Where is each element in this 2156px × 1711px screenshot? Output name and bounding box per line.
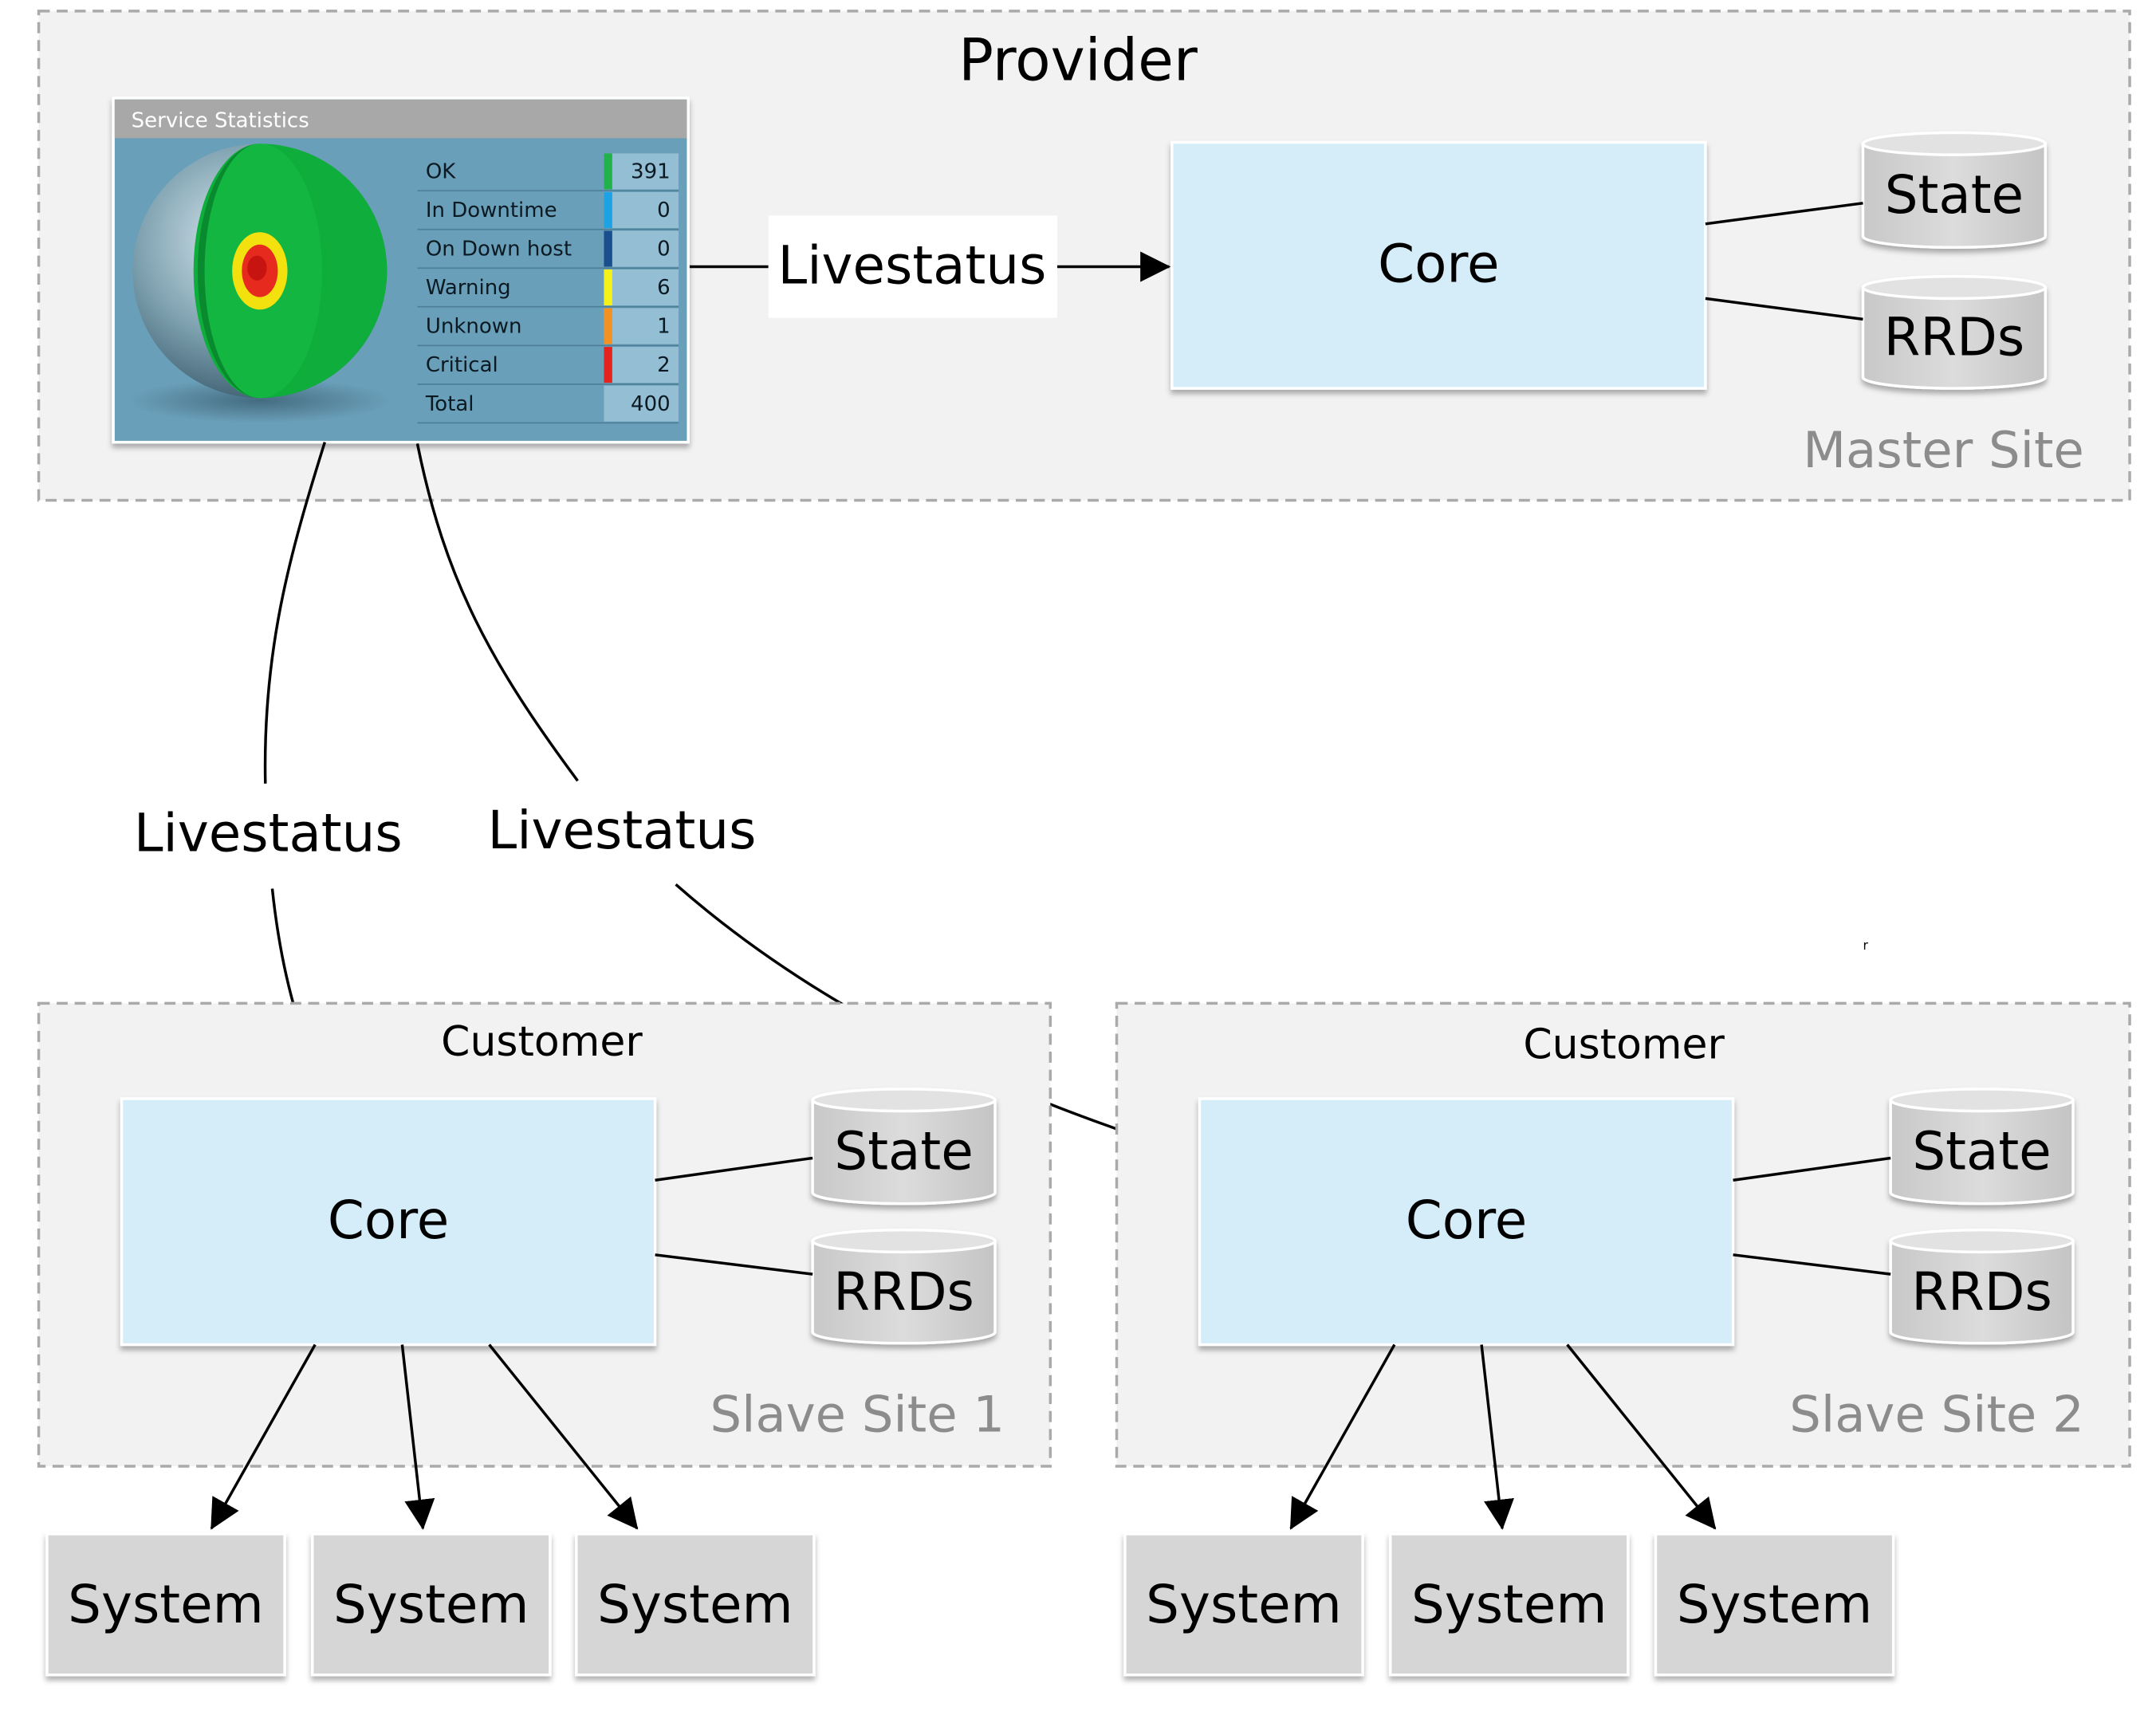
- livestatus-label: Livestatus: [778, 234, 1047, 296]
- stats-row-value: 1: [657, 315, 671, 339]
- stats-row-label: On Down host: [426, 238, 572, 262]
- customer-2-rrds-label: RRDs: [1911, 1261, 2052, 1323]
- stray-mark: r: [1863, 938, 1868, 953]
- customer-2-core-to-state-link: [1733, 1156, 1891, 1182]
- livestatus-label-left: Livestatus: [134, 803, 403, 864]
- customer-1-system-box: [45, 1532, 286, 1677]
- provider-state-label: State: [1885, 164, 2024, 226]
- customer-1-system-label: System: [333, 1574, 529, 1635]
- customer-1-core-to-state-link: [655, 1156, 813, 1182]
- customer-2-rrds-store: [1889, 1228, 2075, 1345]
- stats-color-swatch: [604, 308, 612, 344]
- provider-title: Provider: [958, 27, 1198, 95]
- stats-row: Unknown 1: [417, 308, 679, 347]
- provider-core-to-state-link: [1705, 202, 1863, 226]
- stats-row-value: 391: [631, 160, 671, 184]
- customer-1-link-system-2: [400, 1344, 435, 1530]
- stats-color-swatch: [604, 153, 612, 190]
- stats-value-cell: [604, 385, 679, 422]
- stats-row: On Down host 0: [417, 230, 679, 269]
- customer-2-link-system-3: [1566, 1343, 1717, 1530]
- customer-1-system-label: System: [597, 1574, 793, 1635]
- customer-1-rrds-store: [811, 1228, 997, 1345]
- stats-row-value: 0: [657, 199, 671, 222]
- customer-1-state-store: [811, 1088, 997, 1206]
- customer-1-core-to-rrds-link: [655, 1253, 813, 1276]
- stats-row: Critical 2: [417, 347, 679, 385]
- stats-value-cell: [604, 153, 679, 190]
- customer-2-system-label: System: [1677, 1574, 1873, 1635]
- stats-value-cell: [604, 269, 679, 306]
- stats-row-value: 0: [657, 238, 671, 262]
- customer-1-system-box: [575, 1532, 816, 1677]
- stats-row: OK 391: [417, 153, 679, 192]
- stats-row-value: 6: [657, 276, 671, 300]
- stats-color-swatch: [604, 191, 612, 228]
- customer-2-link-system-2: [1480, 1344, 1514, 1530]
- livestatus-label-right: Livestatus: [488, 800, 757, 861]
- customer-1-systems: System System System: [45, 1532, 816, 1677]
- provider-site: Provider Master Site Service Statistics …: [37, 10, 2131, 502]
- customer-2-core-box: [1198, 1097, 1735, 1347]
- stats-color-swatch: [604, 347, 612, 384]
- master-site-label: Master Site: [1803, 421, 2084, 479]
- customer-1-link-system-1: [210, 1343, 317, 1530]
- customer-1-state-label: State: [834, 1120, 973, 1182]
- customer-2-system-box: [1654, 1532, 1895, 1677]
- customer-2-state-label: State: [1912, 1120, 2051, 1182]
- globe-image: [128, 144, 391, 423]
- slave-site-1-label: Slave Site 1: [710, 1386, 1005, 1444]
- stats-row-label: Critical: [426, 353, 498, 377]
- customer-site-2: Customer Slave Site 2 Core State RRDs: [1115, 1001, 2131, 1530]
- provider-rrds-label: RRDs: [1884, 306, 2025, 368]
- customer-1-link-system-3: [488, 1343, 639, 1530]
- stats-row-value: 2: [657, 353, 671, 377]
- stats-color-swatch: [604, 269, 612, 306]
- stats-value-cell: [604, 191, 679, 228]
- stats-row-label: Total: [425, 392, 474, 416]
- customer-2-core-to-rrds-link: [1733, 1253, 1891, 1276]
- customer-2-system-box: [1388, 1532, 1630, 1677]
- provider-core-label: Core: [1378, 234, 1499, 295]
- service-statistics-title: Service Statistics: [132, 108, 309, 132]
- customer-2-system-label: System: [1411, 1574, 1607, 1635]
- provider-core-to-rrds-link: [1705, 297, 1863, 321]
- slave-site-2-label: Slave Site 2: [1789, 1386, 2084, 1444]
- customer-site-1: Customer Slave Site 1 Core State RRDs: [37, 1001, 1052, 1530]
- customer-2-link-system-1: [1289, 1343, 1396, 1530]
- provider-rrds-store: [1861, 274, 2048, 390]
- provider-state-store: [1861, 131, 2048, 249]
- stats-row-label: Warning: [426, 276, 511, 300]
- stats-total-row: Total 400: [417, 385, 679, 424]
- customer-2-systems: System System System: [1123, 1532, 1895, 1677]
- customer-1-system-box: [310, 1532, 552, 1677]
- stats-value-cell: [604, 230, 679, 267]
- customer-1-rrds-label: RRDs: [833, 1261, 974, 1323]
- stats-color-swatch: [604, 230, 612, 267]
- stats-value-cell: [604, 308, 679, 344]
- customer-1-core-label: Core: [328, 1190, 449, 1251]
- livestatus-label-box: [768, 215, 1057, 318]
- stats-row-value: 400: [631, 392, 671, 416]
- stats-value-cell: [604, 347, 679, 384]
- customer-1-system-label: System: [68, 1574, 264, 1635]
- customer-2-core-label: Core: [1406, 1190, 1527, 1251]
- provider-core-box: [1170, 140, 1707, 390]
- customer-2-title: Customer: [1523, 1021, 1725, 1069]
- stats-row-label: In Downtime: [426, 199, 557, 222]
- stats-row: In Downtime 0: [417, 191, 679, 230]
- customer-1-core-box: [120, 1097, 657, 1347]
- stats-row-label: OK: [426, 160, 456, 184]
- customer-2-system-box: [1123, 1532, 1364, 1677]
- stats-row-label: Unknown: [426, 315, 522, 339]
- customer-1-title: Customer: [441, 1018, 643, 1066]
- customer-2-system-label: System: [1146, 1574, 1342, 1635]
- customer-2-state-store: [1889, 1088, 2075, 1206]
- stats-row: Warning 6: [417, 269, 679, 308]
